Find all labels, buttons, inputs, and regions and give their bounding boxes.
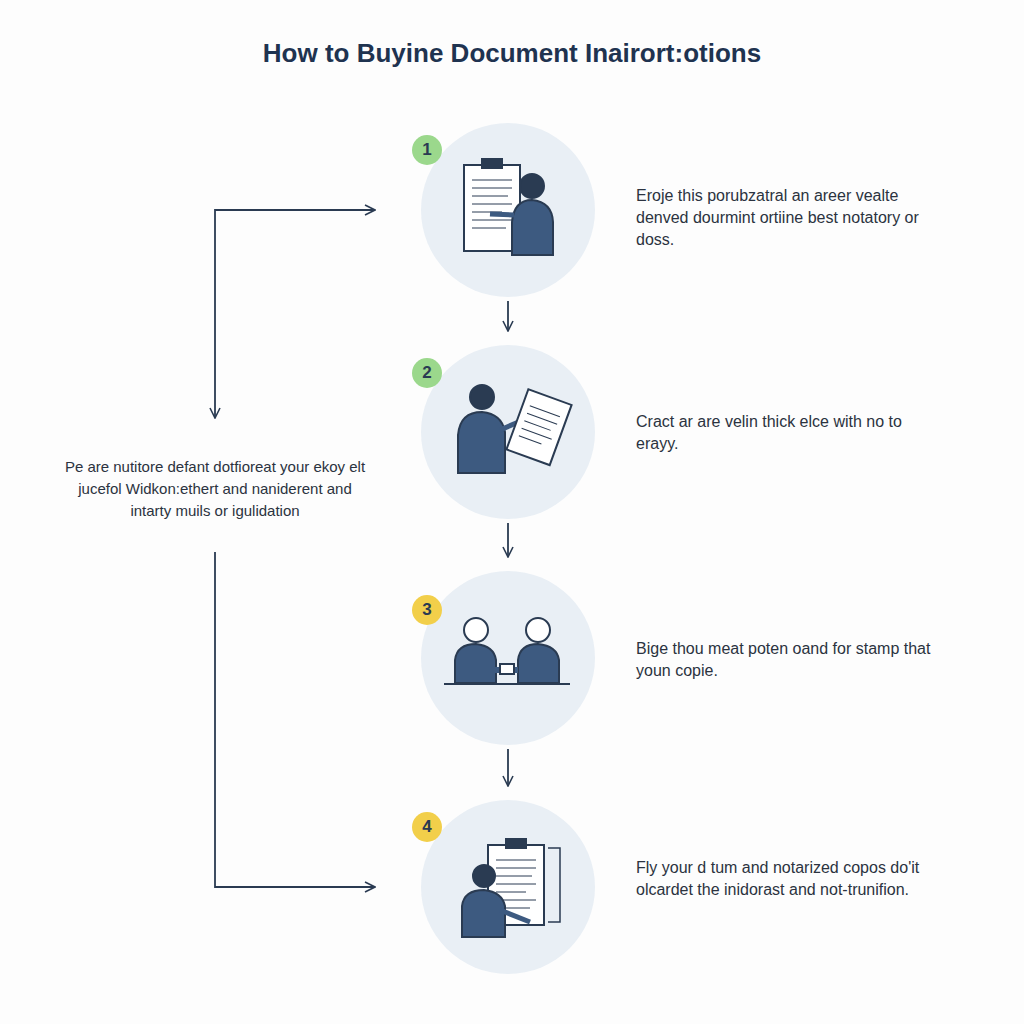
flow-arrow [507,523,509,557]
flow-arrow [215,210,375,418]
flow-arrow [507,749,509,786]
side-note-text: Pe are nutitore defant dotfioreat your e… [60,456,370,522]
step-circle: 2Cract ar are velin thick elce with no t… [421,345,595,519]
step-number: 2 [412,358,442,388]
step-circle: 4Fly your d tum and notarized copos do'i… [421,800,595,974]
side-note: Pe are nutitore defant dotfioreat your e… [60,420,370,550]
step-circle: 3Bige thou meat poten oand for stamp tha… [421,571,595,745]
step-description: Eroje this porubzatral an areer vealte d… [636,185,936,251]
step-number: 4 [412,812,442,842]
step-description: Fly your d tum and notarized copos do'it… [636,857,936,901]
flow-arrow [507,301,509,331]
step-description: Cract ar are velin thick elce with no to… [636,411,936,455]
step-circle: 1Eroje this porubzatral an areer vealte … [421,123,595,297]
step-number: 3 [412,595,442,625]
diagram-title: How to Buyine Document Inairort:otions [0,38,1024,69]
step-description: Bige thou meat poten oand for stamp that… [636,638,936,682]
flow-arrow [215,552,375,887]
step-number: 1 [412,135,442,165]
